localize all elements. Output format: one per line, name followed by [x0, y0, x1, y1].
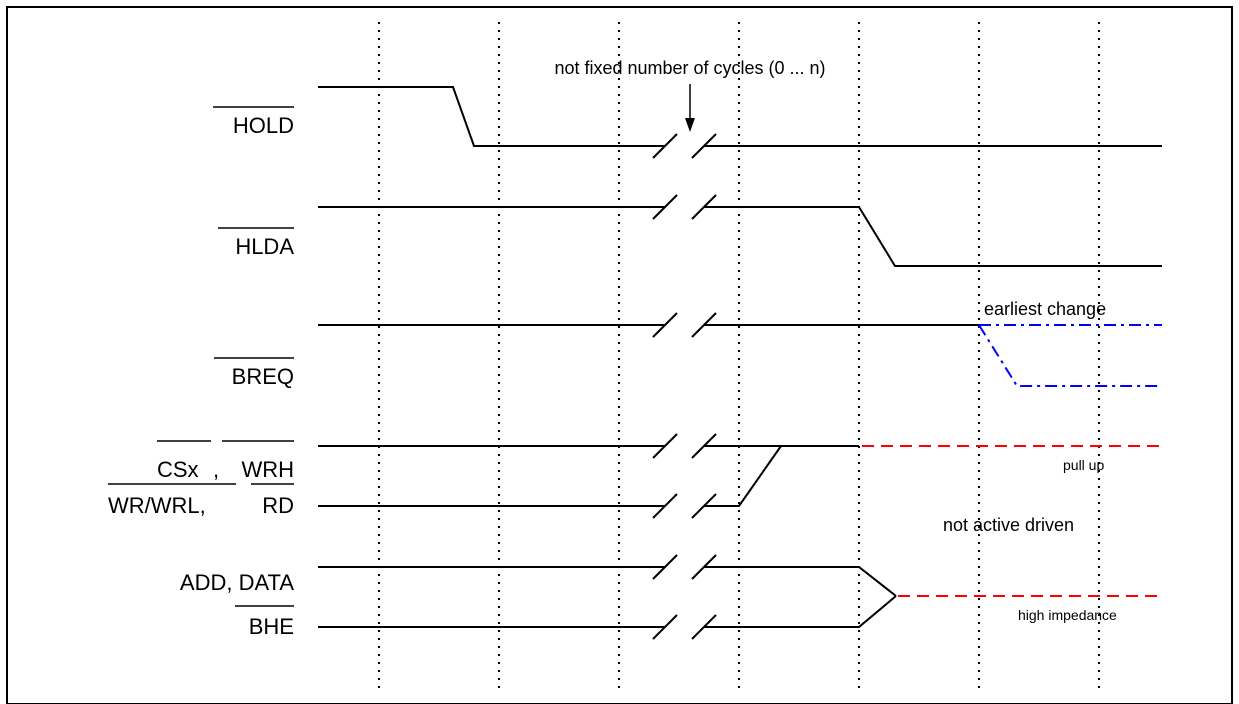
break-marks — [652, 614, 678, 640]
phase-gridlines — [378, 22, 1100, 690]
diagram-border — [6, 6, 1233, 704]
label-wr-wrl: WR/WRL, — [108, 493, 206, 518]
cycles-annotation: not fixed number of cycles (0 ... n) — [554, 58, 826, 132]
tristate-lines — [862, 445, 1162, 597]
break-marks — [652, 133, 678, 159]
high-impedance-note: high impedance — [1018, 607, 1117, 623]
break-marks — [652, 433, 678, 459]
cycles-note: not fixed number of cycles (0 ... n) — [554, 58, 825, 78]
break-marks — [652, 554, 678, 580]
label-wrh: WRH — [241, 457, 294, 482]
break-marks — [691, 614, 717, 640]
break-marks — [652, 194, 678, 220]
label-hold: HOLD — [233, 113, 294, 138]
break-marks — [691, 433, 717, 459]
waveform-breq — [318, 312, 979, 338]
waveforms — [318, 86, 1162, 640]
breq-earliest-change-path — [978, 324, 1162, 387]
pull-up-note: pull up — [1063, 457, 1104, 473]
signal-labels: HOLD HLDA BREQ CSx , WRH WR/WRL, RD ADD,… — [108, 106, 294, 639]
label-add-data: ADD, DATA — [180, 570, 294, 595]
label-csx: CSx — [157, 457, 199, 482]
label-bhe: BHE — [249, 614, 294, 639]
waveform-csx-wrh — [318, 433, 859, 459]
label-breq: BREQ — [232, 364, 294, 389]
break-marks — [691, 194, 717, 220]
waveform-add-bhe — [318, 554, 897, 640]
label-comma: , — [213, 457, 219, 482]
break-marks — [652, 312, 678, 338]
break-marks — [691, 133, 717, 159]
waveform-wr-rd — [318, 445, 782, 519]
break-marks — [691, 493, 717, 519]
waveform-hold — [318, 86, 1162, 159]
not-active-driven-note: not active driven — [943, 515, 1074, 535]
earliest-change-note: earliest change — [984, 299, 1106, 319]
break-marks — [652, 493, 678, 519]
break-marks — [691, 312, 717, 338]
label-hlda: HLDA — [235, 234, 294, 259]
break-marks — [691, 554, 717, 580]
cycles-arrow-head — [685, 118, 695, 132]
waveform-hlda — [318, 194, 1162, 267]
label-rd: RD — [262, 493, 294, 518]
